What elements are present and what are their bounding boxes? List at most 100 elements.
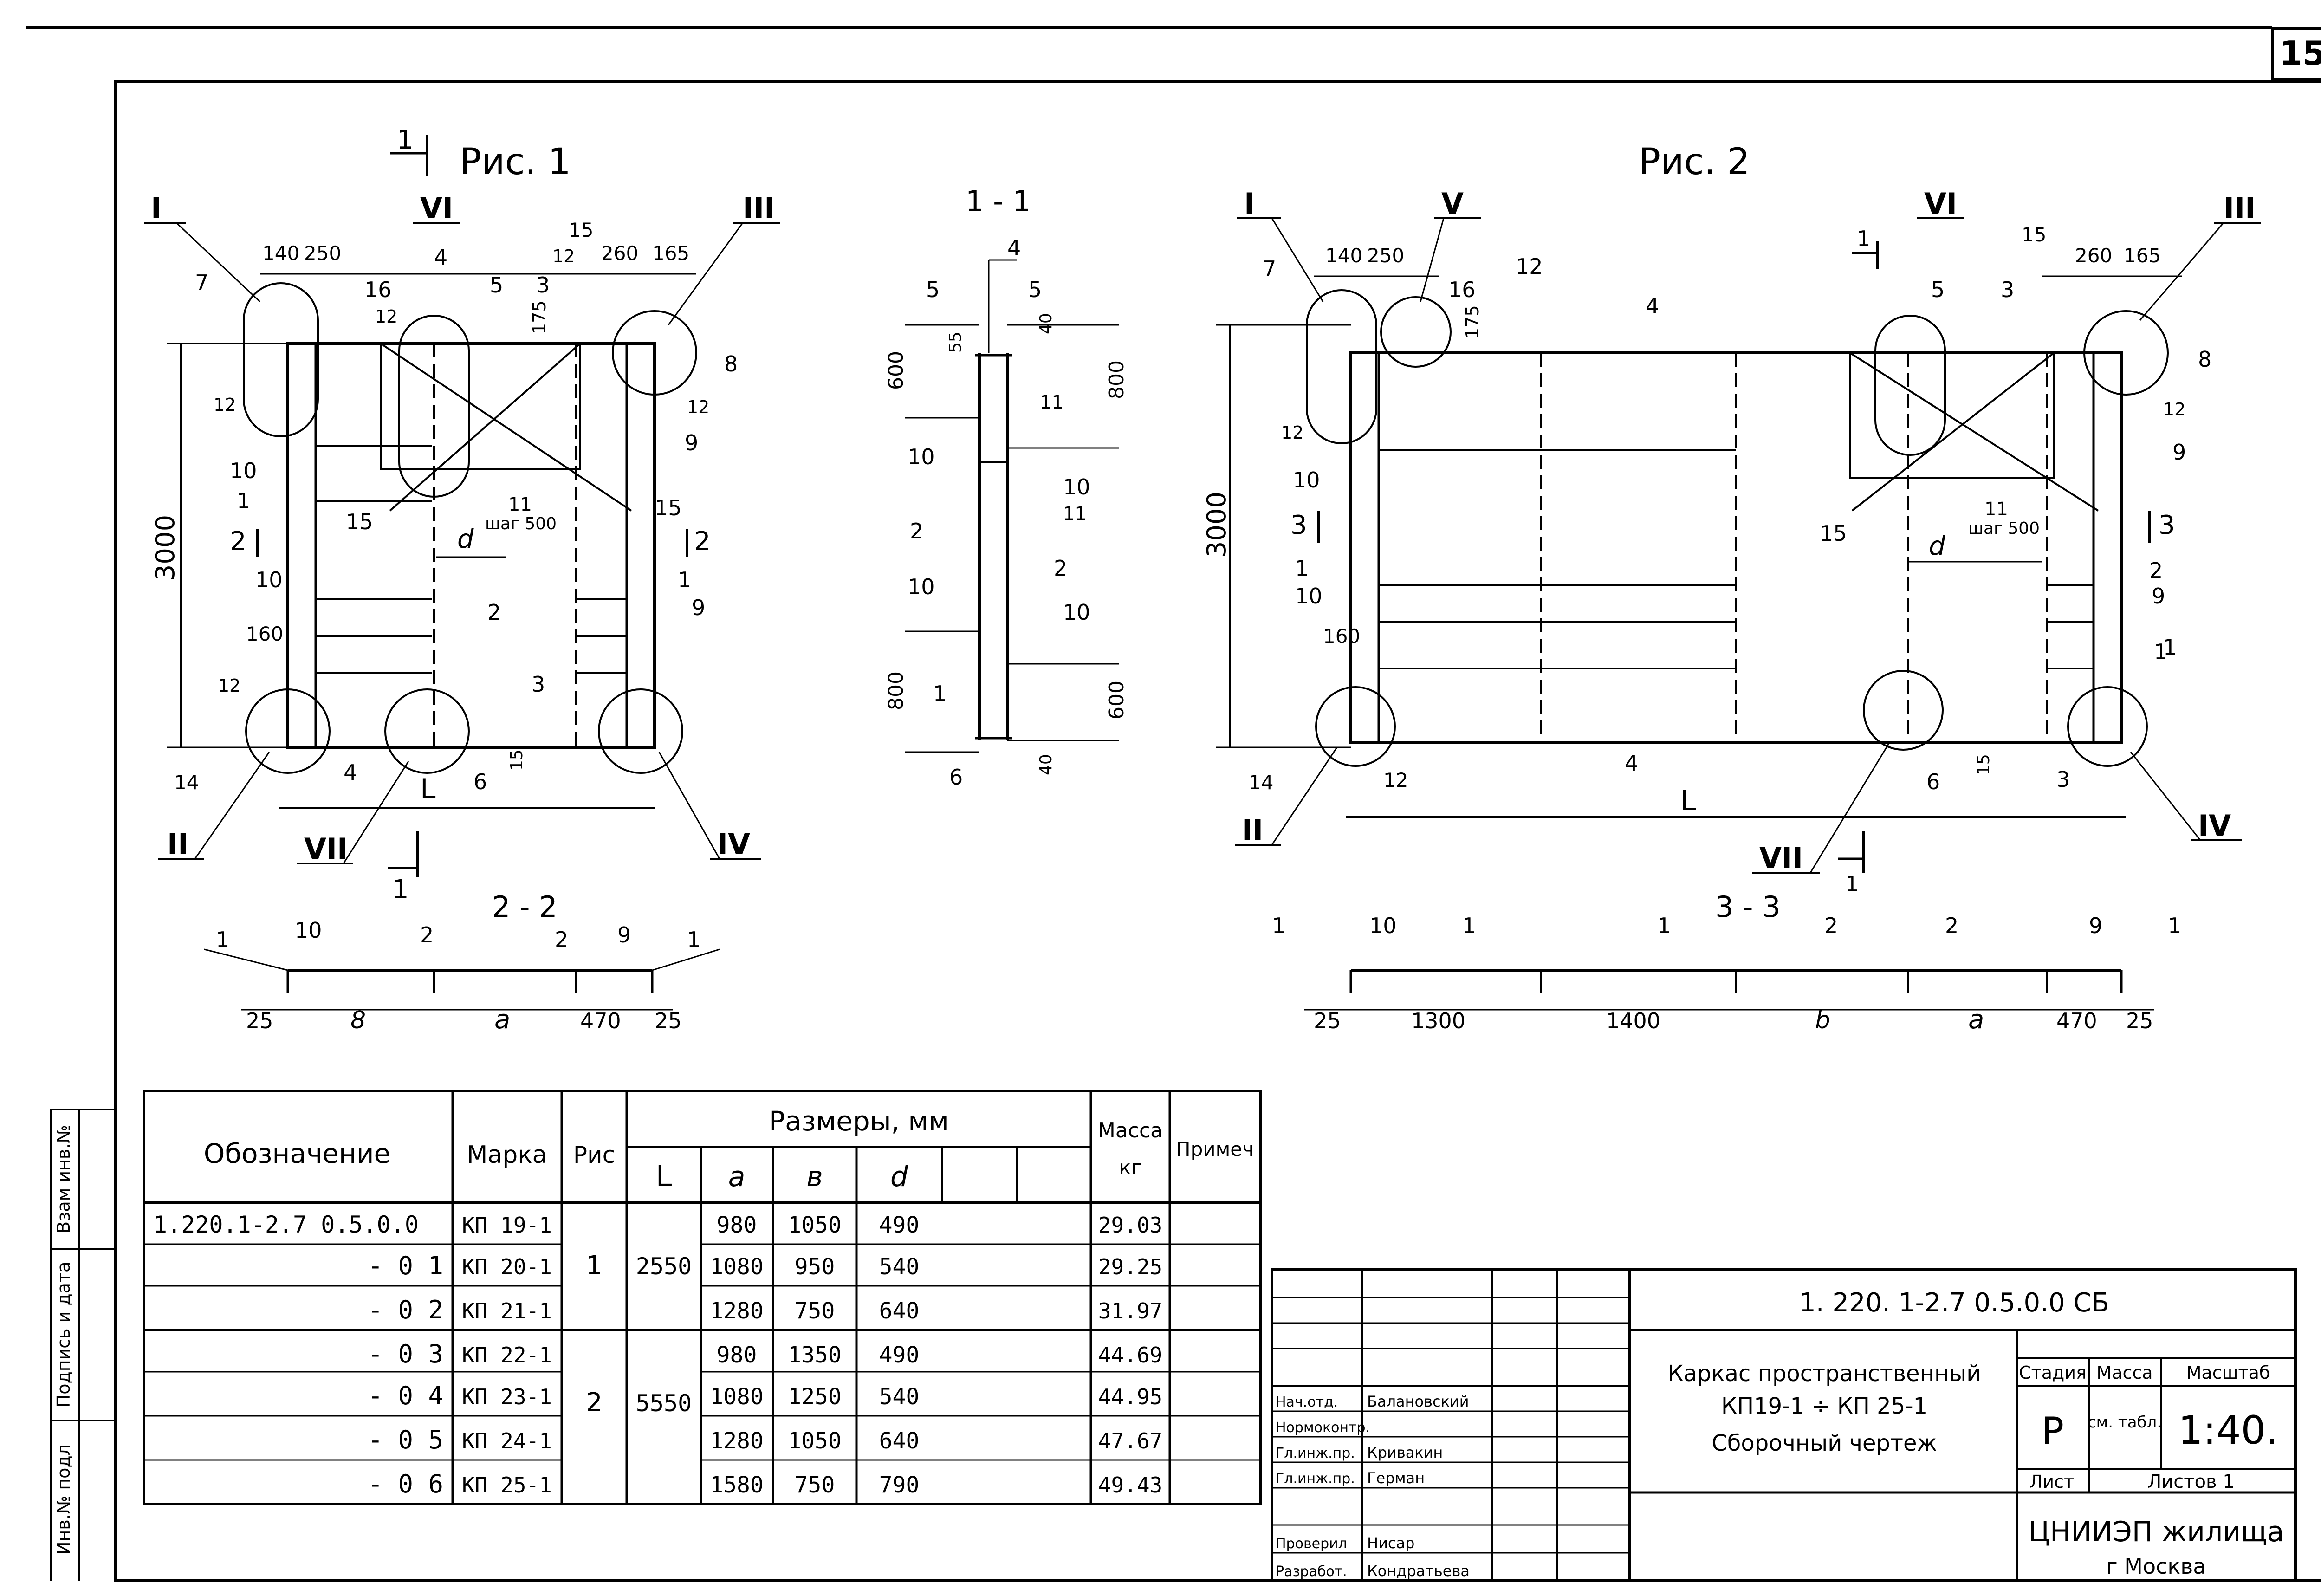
fig1-callout-3b: 3 xyxy=(532,672,545,697)
fig2-step: шаг 500 xyxy=(1968,519,2040,538)
title-line3: Сборочный чертеж xyxy=(1712,1430,1937,1456)
mass-value: см. табл. xyxy=(2088,1413,2162,1432)
staff-name: Кривакин xyxy=(1367,1444,1443,1461)
fig1-detail-II xyxy=(245,688,331,774)
fig2-dim-160: 160 xyxy=(1323,625,1360,648)
sec22-callout-5: 1 xyxy=(687,927,700,952)
staff-role: Гл.инж.пр. xyxy=(1276,1445,1355,1461)
sec22-callout-0: 1 xyxy=(216,927,229,952)
sec11-callout-2a: 2 xyxy=(910,519,923,544)
sec11-title: 1 - 1 xyxy=(966,184,1031,218)
fig2-callout-4: 4 xyxy=(1646,293,1659,318)
fig2-callout-10b: 10 xyxy=(1295,584,1323,609)
fig1-callout-9: 9 xyxy=(685,430,698,455)
fig2-cut3-right: 3 xyxy=(2159,510,2175,540)
staff-role: Разработ. xyxy=(1276,1564,1347,1580)
fig1-dim-d: d xyxy=(457,524,474,554)
fig1-dim-L: L xyxy=(420,773,436,805)
staff-name: Нисар xyxy=(1367,1534,1414,1552)
cell-b: 750 xyxy=(795,1298,835,1324)
cell-a: 980 xyxy=(717,1212,757,1238)
left-strip-inv-orig: Инв.№ подл xyxy=(53,1444,74,1555)
fig2-dim-15: 15 xyxy=(1974,754,1993,775)
sec22-callout-1: 10 xyxy=(295,918,322,943)
th-L: L xyxy=(656,1159,672,1193)
fig1-dim-175: 175 xyxy=(529,300,550,334)
sec22-callout-3: 2 xyxy=(555,927,568,952)
th-mass-unit: кг xyxy=(1119,1156,1142,1180)
fig2-callout-7: 7 xyxy=(1263,256,1276,281)
sec11-dim-40a: 40 xyxy=(1037,313,1056,334)
cell-designation: 1.220.1-2.7 0.5.0.0 xyxy=(153,1211,419,1238)
cell-a: 1280 xyxy=(710,1298,764,1324)
sec22-callout-2: 2 xyxy=(420,922,434,947)
cell-b: 1250 xyxy=(788,1384,842,1410)
cell-d: 540 xyxy=(879,1254,920,1280)
fig2-callout-1c: 1 xyxy=(2154,639,2167,664)
cell-b: 1350 xyxy=(788,1342,842,1368)
sec33-dim-4: a xyxy=(1968,1005,1984,1035)
fig1-roman-IV: IV xyxy=(717,827,750,861)
left-strip-signature-date: Подпись и дата xyxy=(53,1262,74,1408)
fig2-callout-9b: 9 xyxy=(2152,584,2165,609)
fig1-callout-8: 8 xyxy=(724,351,738,376)
cell-d: 490 xyxy=(879,1342,920,1368)
sec33-dim-2: 1400 xyxy=(1606,1008,1660,1033)
sec33-callout-6: 9 xyxy=(2089,913,2102,938)
cell-d: 640 xyxy=(879,1298,920,1324)
fig2-dim-3000: 3000 xyxy=(1202,492,1232,558)
fig2-callout-6: 6 xyxy=(1926,769,1940,794)
group2-L: 5550 xyxy=(636,1390,692,1417)
fig2-dim-250: 250 xyxy=(1367,244,1404,267)
sec11-callout-6: 6 xyxy=(949,765,963,790)
sec11-dim-55: 55 xyxy=(946,331,965,353)
sec33-dim-6: 25 xyxy=(2126,1008,2153,1033)
fig2-callout-4b: 4 xyxy=(1625,751,1638,776)
fig2-callout-12d: 12 xyxy=(1281,422,1303,443)
sheets-label: Листов 1 xyxy=(2147,1471,2235,1492)
fig1-cut2-left: 2 xyxy=(230,526,246,557)
title-block-text: 1. 220. 1-2.7 0.5.0.0 СБ Каркас простран… xyxy=(1668,1288,2284,1579)
fig2-callout-12: 12 xyxy=(1516,254,1543,279)
fig2-callout-15: 15 xyxy=(2022,223,2046,246)
fig1-title: Рис. 1 xyxy=(460,141,571,183)
fig1-callout-12a: 12 xyxy=(375,306,397,327)
sec33-callout-0: 1 xyxy=(1272,913,1285,938)
fig2-detail-IV xyxy=(2067,686,2148,767)
fig1-detail-I xyxy=(243,282,319,437)
fig2-callout-1b: 1 xyxy=(2163,635,2177,660)
th-stage: Стадия xyxy=(2019,1362,2087,1383)
fig1-callout-3: 3 xyxy=(536,272,550,298)
fig2-callout-3b: 3 xyxy=(2056,767,2070,792)
fig2-roman-IV: IV xyxy=(2198,809,2231,843)
spec-table-text: Обозначение Марка Рис Размеры, мм L a в … xyxy=(204,1105,1254,1418)
fig2-dim-140: 140 xyxy=(1325,244,1362,267)
fig1-roman-VII: VII xyxy=(304,832,348,866)
fig1-dim-3000: 3000 xyxy=(150,515,181,581)
section-3-3: 3 - 3 1 10 1 1 2 2 9 1 25 1300 1400 b a … xyxy=(1272,890,2181,1035)
fig2-callout-3: 3 xyxy=(2001,277,2014,302)
fig1-roman-II: II xyxy=(167,827,188,861)
staff-name: Герман xyxy=(1367,1469,1425,1487)
fig2-dim-260: 260 xyxy=(2075,244,2112,267)
sec11-callout-11a: 11 xyxy=(1040,392,1063,413)
fig2-cut1-top: 1 xyxy=(1857,226,1870,251)
sec11-callout-11b: 11 xyxy=(1063,503,1087,525)
cell-mass: 31.97 xyxy=(1098,1298,1162,1324)
cell-mark: КП 20-1 xyxy=(462,1254,552,1279)
cell-mark: КП 22-1 xyxy=(462,1343,552,1368)
staff-role: Нормоконтр. xyxy=(1276,1420,1370,1436)
sec11-dim-600a: 600 xyxy=(884,351,908,390)
sec22-dim-3: 470 xyxy=(580,1008,621,1033)
fig1-step: шаг 500 xyxy=(485,514,557,533)
fig1-dim-160: 160 xyxy=(246,623,283,645)
th-note: Примеч xyxy=(1176,1138,1254,1161)
cell-designation: - 0 1 xyxy=(368,1251,443,1280)
cell-mark: КП 25-1 xyxy=(462,1473,552,1498)
fig2-callout-1: 1 xyxy=(1295,556,1309,581)
fig1-dim-15a: 15 xyxy=(569,219,593,241)
fig2-detail-II xyxy=(1315,686,1396,767)
staff-role: Проверил xyxy=(1276,1536,1347,1552)
sec22-dim-2: a xyxy=(494,1005,510,1035)
